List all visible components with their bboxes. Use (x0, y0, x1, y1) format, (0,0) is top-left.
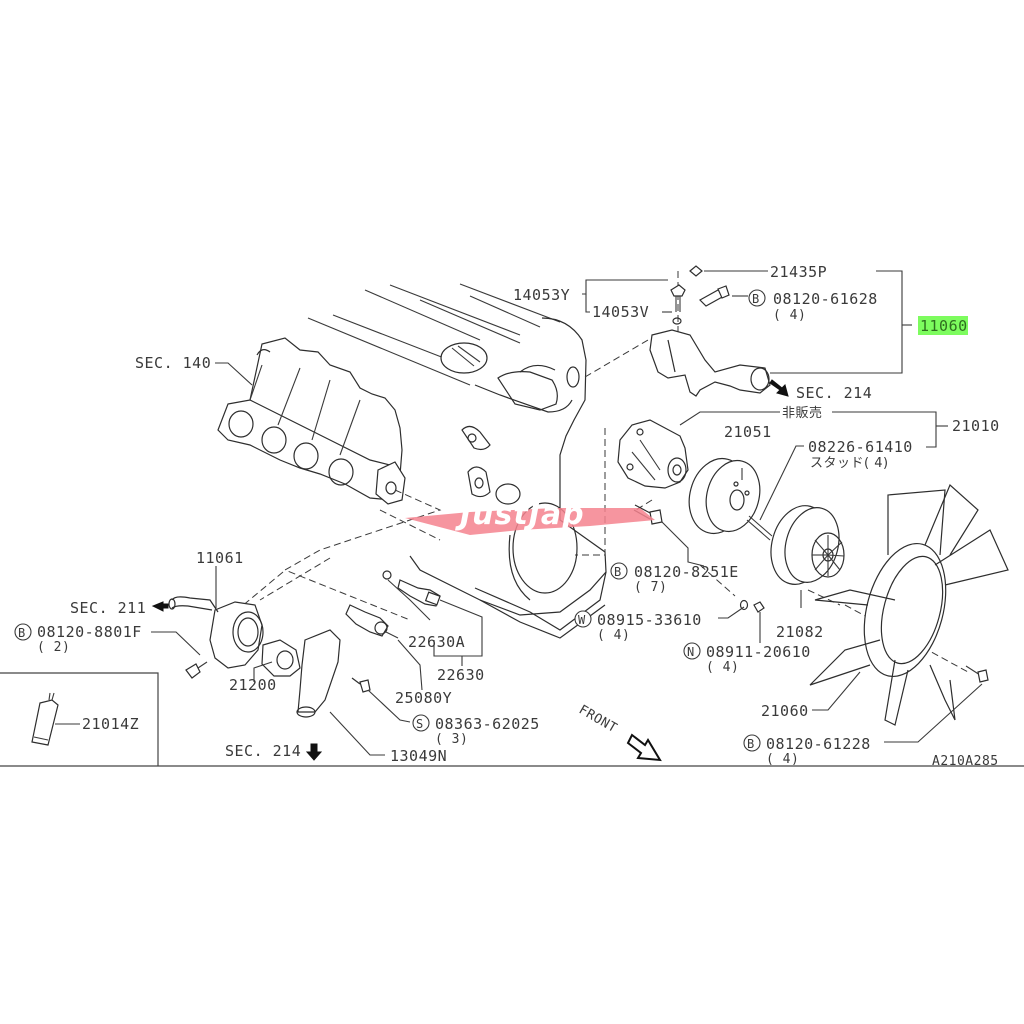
mark-b-08120-61228: B (743, 734, 761, 752)
label-14053v[interactable]: 14053V (592, 303, 649, 321)
mark-b-08120-8801f: B (14, 623, 32, 641)
sec-214-bottom-arrow-icon (305, 743, 323, 761)
qty-08120-61628: ( 4) (773, 308, 806, 323)
label-11061[interactable]: 11061 (196, 549, 244, 567)
qty-08120-8251e: ( 7) (634, 580, 667, 595)
inset-box-border (0, 672, 159, 766)
svg-text:N: N (687, 645, 695, 659)
inset-part-21014z (31, 692, 59, 746)
qty-08363-62025: ( 3) (435, 732, 468, 747)
pulley-illustration (688, 457, 773, 541)
sec-214-top-arrow-icon (769, 379, 789, 397)
svg-text:W: W (578, 613, 586, 627)
mark-n-08911-20610: N (683, 642, 701, 660)
sec-140-ref[interactable]: SEC. 140 (135, 354, 211, 372)
cooling-fan-illustration (809, 483, 1009, 726)
sec-214-bottom-ref[interactable]: SEC. 214 (225, 742, 301, 760)
fan-clutch-illustration (739, 505, 845, 613)
label-21082[interactable]: 21082 (776, 623, 824, 641)
label-11060[interactable]: 11060 (920, 317, 968, 335)
label-22630[interactable]: 22630 (437, 666, 485, 684)
svg-text:B: B (752, 292, 760, 306)
label-22630a[interactable]: 22630A (408, 633, 465, 651)
watermark-text: JustJap (455, 497, 585, 532)
leader-lines (55, 270, 983, 756)
drawing-code: A210A285 (932, 754, 999, 769)
label-21200[interactable]: 21200 (229, 676, 277, 694)
label-21435p[interactable]: 21435P (770, 263, 827, 281)
label-08363-62025[interactable]: 08363-62025 (435, 715, 540, 733)
label-25080y[interactable]: 25080Y (395, 689, 452, 707)
sec-211-arrow-icon (151, 601, 169, 612)
label-08120-8801f[interactable]: 08120-8801F (37, 623, 142, 641)
water-inlet-illustration (649, 265, 771, 397)
label-08120-61228[interactable]: 08120-61228 (766, 735, 871, 753)
label-08120-61628[interactable]: 08120-61628 (773, 290, 878, 308)
label-08915-33610[interactable]: 08915-33610 (597, 611, 702, 629)
label-08120-8251e[interactable]: 08120-8251E (634, 563, 739, 581)
label-21014z[interactable]: 21014Z (82, 715, 139, 733)
engine-block-illustration (307, 283, 607, 639)
intake-manifold-illustration (217, 337, 406, 505)
mark-b-08120-61628: B (748, 289, 766, 307)
mark-w-08915-33610: W (574, 610, 592, 628)
mark-b-08120-8251e: B (610, 562, 628, 580)
labels: 21435P 14053Y 14053V 08120-61628 ( 4) 11… (37, 263, 1000, 769)
svg-text:B: B (747, 737, 755, 751)
sec-211-ref[interactable]: SEC. 211 (70, 599, 146, 617)
thermostat-housing-illustration (168, 596, 371, 718)
sec-214-top-ref[interactable]: SEC. 214 (796, 384, 872, 402)
label-13049n[interactable]: 13049N (390, 747, 447, 765)
label-08226-61410[interactable]: 08226-61410 (808, 438, 913, 456)
label-21060[interactable]: 21060 (761, 702, 809, 720)
label-14053y[interactable]: 14053Y (513, 286, 570, 304)
sensor-illustrations (345, 570, 441, 639)
qty-08915-33610: ( 4) (597, 628, 630, 643)
mark-s-08363-62025: S (412, 714, 430, 732)
highlight-11060 (918, 316, 968, 335)
label-21051[interactable]: 21051 (724, 423, 772, 441)
note-08226-61410: スタッド( 4) (810, 456, 889, 471)
svg-text:B: B (614, 565, 622, 579)
svg-text:B: B (18, 626, 26, 640)
qty-08120-8801f: ( 2) (37, 640, 70, 655)
label-not-for-sale: 非販売 (782, 405, 823, 421)
qty-08120-61228: ( 4) (766, 752, 799, 767)
label-08911-20610[interactable]: 08911-20610 (706, 643, 811, 661)
front-arrow-icon (626, 733, 662, 762)
label-21010[interactable]: 21010 (952, 417, 1000, 435)
front-label: FRONT (576, 702, 620, 736)
qty-08911-20610: ( 4) (706, 660, 739, 675)
watermark: JustJap (405, 497, 655, 535)
svg-text:S: S (416, 717, 424, 731)
